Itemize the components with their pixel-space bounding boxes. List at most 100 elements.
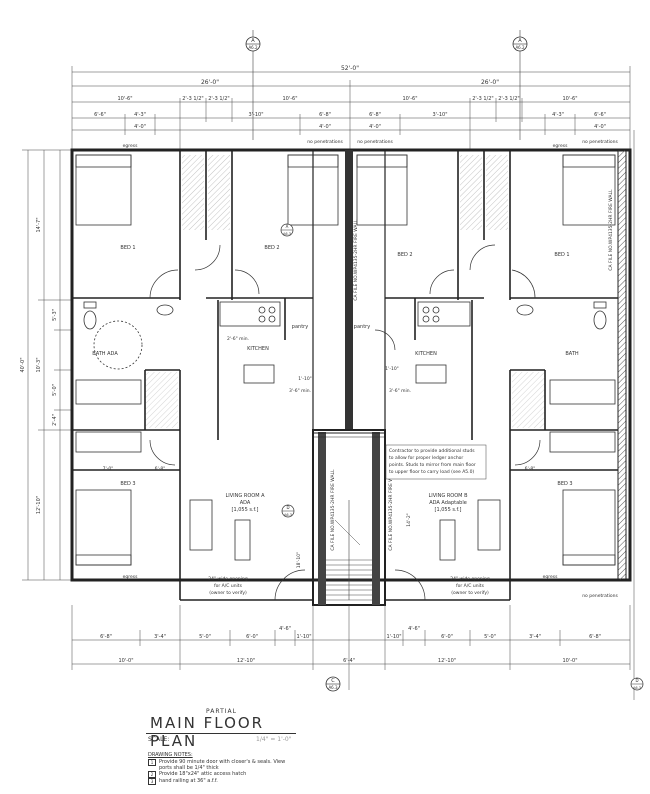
svg-text:3'-4": 3'-4" xyxy=(529,634,541,640)
dim-left-half: 26'-0" xyxy=(201,79,219,86)
interior-dims: 7'-0" 6'-8" 6'-8" 1'-10" 2'-6" min. 3'-6… xyxy=(103,336,536,568)
note-text: Provide 18"x24" attic access hatch xyxy=(159,771,247,777)
drawing-title: MAIN FLOOR PLAN xyxy=(150,714,265,750)
note-text: Provide 90 minute door with closer's & s… xyxy=(159,759,286,771)
svg-text:A6.3: A6.3 xyxy=(328,685,338,690)
room-label-bed-1: BED 1 xyxy=(120,245,135,251)
room-label-bed-3-right: BED 3 xyxy=(557,481,572,487)
svg-text:1'-10": 1'-10" xyxy=(385,366,399,372)
svg-text:[1,055 s.f.]: [1,055 s.f.] xyxy=(435,507,462,513)
svg-text:ADA: ADA xyxy=(240,500,251,506)
svg-text:6'-6": 6'-6" xyxy=(594,112,606,118)
svg-text:10'-6": 10'-6" xyxy=(562,96,577,102)
svg-text:no penetrations: no penetrations xyxy=(357,139,393,145)
svg-text:4'-6": 4'-6" xyxy=(279,626,291,632)
svg-text:5'-0": 5'-0" xyxy=(199,634,211,640)
svg-text:3'-4": 3'-4" xyxy=(154,634,166,640)
svg-text:[1,055 s.f.]: [1,055 s.f.] xyxy=(232,507,259,513)
svg-text:A6.3: A6.3 xyxy=(633,686,641,690)
note-number: 3 xyxy=(148,778,156,785)
closets xyxy=(145,155,545,428)
egress-tags: egress egress egress egress no penetrati… xyxy=(123,139,619,599)
svg-text:10'-0": 10'-0" xyxy=(562,658,577,664)
svg-text:4'-0": 4'-0" xyxy=(134,124,146,130)
svg-text:A6.3: A6.3 xyxy=(284,513,292,517)
section-marker-mid-left: A A6.3 xyxy=(280,223,294,237)
ac-note-right: 24" wide opening for A/C units (owner to… xyxy=(450,576,490,596)
section-marker-mid-right: D A6.3 xyxy=(281,504,295,518)
svg-text:4'-0": 4'-0" xyxy=(594,124,606,130)
scale-value: 1/4" = 1'-0" xyxy=(256,736,292,743)
bottom-dimensions xyxy=(71,605,631,670)
svg-text:6'-8": 6'-8" xyxy=(319,112,331,118)
note-number: 1 xyxy=(148,759,156,766)
svg-text:10'-6": 10'-6" xyxy=(117,96,132,102)
drawing-notes-heading: DRAWING NOTES: xyxy=(148,752,193,758)
door-swings xyxy=(149,244,541,601)
svg-text:2'-3 1/2": 2'-3 1/2" xyxy=(498,96,519,102)
top-dimensions xyxy=(71,66,631,150)
section-marker-right: D A6.3 xyxy=(630,130,644,700)
svg-text:CA FILE NO.WP4135-2HR FIRE WAL: CA FILE NO.WP4135-2HR FIRE WALL xyxy=(353,219,359,301)
svg-text:4'-3": 4'-3" xyxy=(134,112,146,118)
contractor-note: Contractor to provide additional studs t… xyxy=(385,444,487,480)
svg-text:3'-6" min.: 3'-6" min. xyxy=(289,388,311,394)
svg-text:A: A xyxy=(286,224,289,229)
svg-text:5'-3": 5'-3" xyxy=(52,309,58,321)
svg-text:(owner to verify): (owner to verify) xyxy=(209,590,247,596)
svg-text:7'-0": 7'-0" xyxy=(103,466,114,472)
svg-text:Contractor to provide addition: Contractor to provide additional studs xyxy=(389,448,475,454)
svg-text:(owner to verify): (owner to verify) xyxy=(451,590,489,596)
svg-text:A: A xyxy=(251,38,255,44)
room-labels: BED 1 BED 2 BED 2 BED 1 BATH ADA BATH KI… xyxy=(92,245,579,513)
room-label-bed-2-left: BED 2 xyxy=(264,245,279,251)
svg-text:1'-10": 1'-10" xyxy=(386,634,401,640)
svg-text:C: C xyxy=(331,678,335,684)
interior-walls-left xyxy=(72,150,313,601)
note-number: 2 xyxy=(148,771,156,778)
room-label-living-b: LIVING ROOM B xyxy=(428,493,468,499)
svg-text:egress: egress xyxy=(543,574,558,580)
svg-text:40'-0": 40'-0" xyxy=(20,357,26,372)
stair xyxy=(312,429,386,606)
title-prefix: PARTIAL xyxy=(206,708,237,715)
svg-text:24" wide opening: 24" wide opening xyxy=(208,576,248,582)
svg-text:D: D xyxy=(286,505,289,510)
kitchens xyxy=(219,301,471,384)
svg-text:egress: egress xyxy=(123,574,138,580)
room-label-bath: BATH xyxy=(565,351,579,357)
svg-text:4'-6": 4'-6" xyxy=(408,626,420,632)
svg-text:6'-8": 6'-8" xyxy=(155,466,166,472)
room-label-bed-2-right: BED 2 xyxy=(397,252,412,258)
svg-text:10'-3": 10'-3" xyxy=(36,357,42,372)
svg-text:3'-10": 3'-10" xyxy=(432,112,447,118)
beds xyxy=(75,154,616,566)
svg-text:6'-8": 6'-8" xyxy=(100,634,112,640)
svg-text:ADA Adaptable: ADA Adaptable xyxy=(429,500,467,506)
note-text: hand railing at 36" a.f.f. xyxy=(159,778,218,784)
svg-text:2'-3 1/2": 2'-3 1/2" xyxy=(182,96,203,102)
title-underline xyxy=(146,733,296,734)
svg-text:24" wide opening: 24" wide opening xyxy=(450,576,490,582)
svg-text:CA FILE NO.WP4135-2HR FIRE WAL: CA FILE NO.WP4135-2HR FIRE WALL xyxy=(388,469,394,551)
svg-text:no penetrations: no penetrations xyxy=(582,139,618,145)
svg-text:5'-0": 5'-0" xyxy=(52,384,58,396)
svg-text:6'-0": 6'-0" xyxy=(441,634,453,640)
dim-row-a: 10'-6" 2'-3 1/2" 2'-3 1/2" 10'-6" 10'-6"… xyxy=(117,96,577,102)
svg-text:10'-6": 10'-6" xyxy=(402,96,417,102)
room-label-kitchen-right: KITCHEN xyxy=(415,351,437,357)
dim-row-b: 6'-6" 4'-3" 3'-10" 6'-8" 6'-8" 3'-10" 4'… xyxy=(94,112,606,118)
bath-fixtures xyxy=(75,301,616,453)
dim-overall: 52'-0" xyxy=(341,65,359,72)
svg-text:6'-8": 6'-8" xyxy=(369,112,381,118)
bottom-dim-row-a: 6'-8" 3'-4" 5'-0" 6'-0" 4'-6" 1'-10" 1'-… xyxy=(100,626,601,640)
svg-text:1'-10": 1'-10" xyxy=(296,634,311,640)
room-label-living-a: LIVING ROOM A xyxy=(225,493,265,499)
drawing-notes: DRAWING NOTES: 1 Provide 90 minute door … xyxy=(148,752,288,785)
room-label-kitchen-left: KITCHEN xyxy=(247,346,269,352)
svg-text:6'-8": 6'-8" xyxy=(589,634,601,640)
left-dimensions xyxy=(22,149,72,581)
svg-text:for A/C units: for A/C units xyxy=(456,583,485,589)
room-label-bed-1-right: BED 1 xyxy=(554,252,569,258)
